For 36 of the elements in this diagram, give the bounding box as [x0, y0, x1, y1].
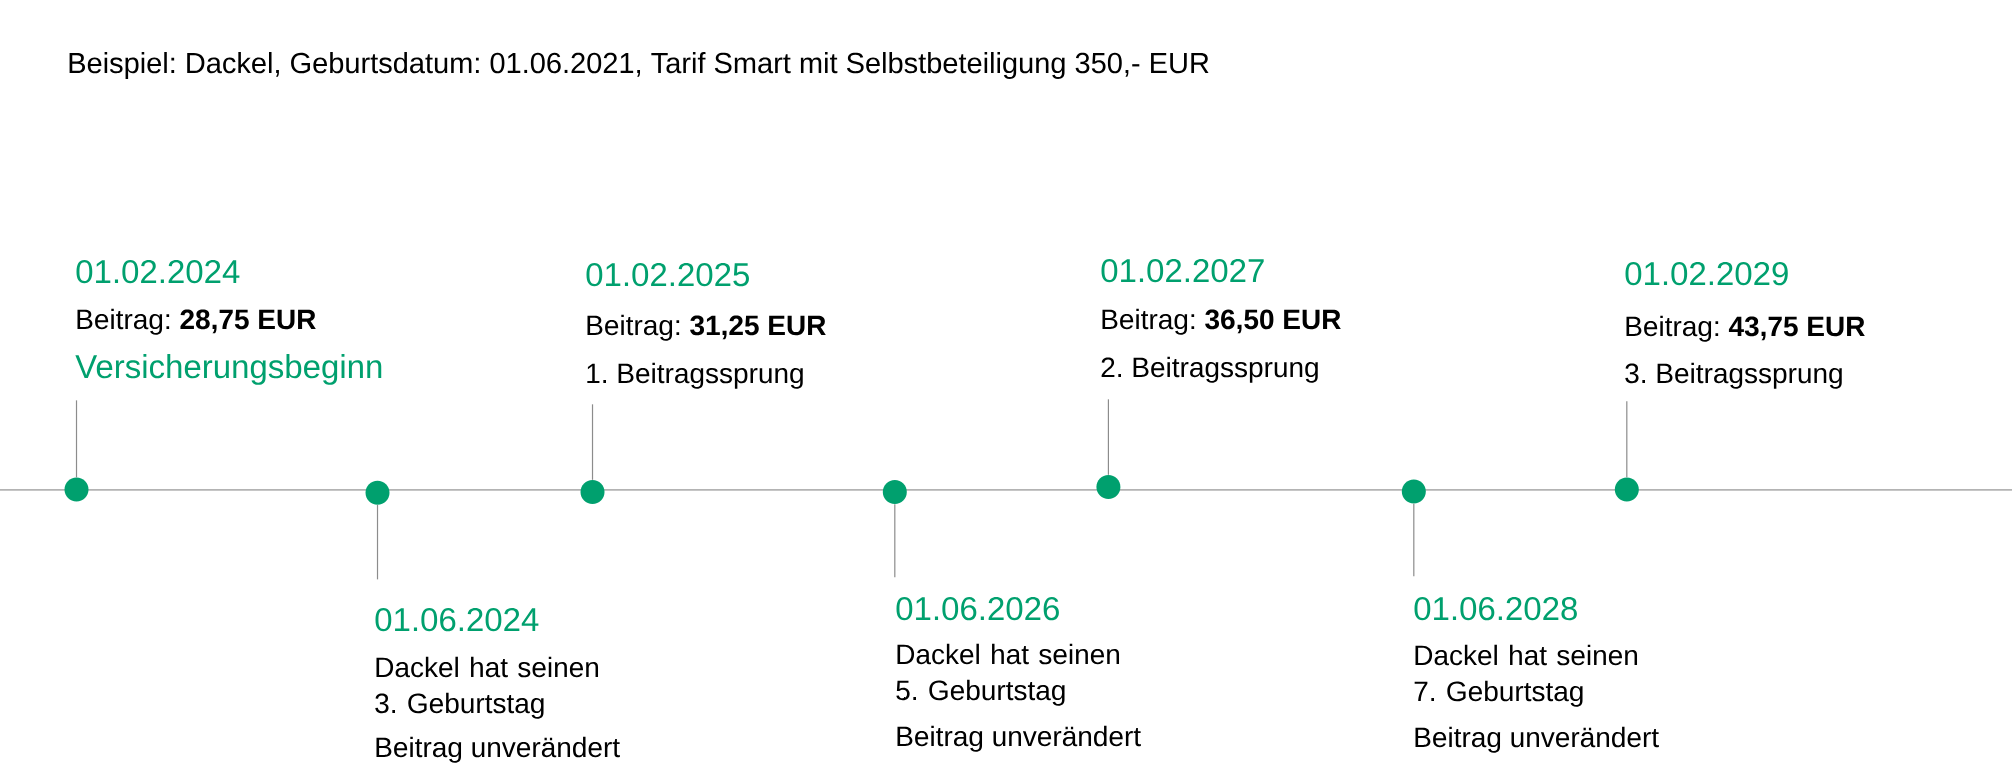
price-text: Beitrag: 36,50 EUR	[1102, 308, 1341, 335]
price-text: Beitrag: 43,75 EUR	[1626, 315, 1865, 342]
title: Beispiel: Dackel, Geburtsdatum: 01.06.2021, Tarif Smart mit Selbstbeteiligung 350,- EUR	[69, 52, 1209, 80]
leader-line	[1413, 503, 1415, 577]
timeline-dot	[1096, 475, 1121, 499]
timeline-dot	[1614, 477, 1639, 502]
date-label: 01.02.2029	[1625, 261, 1788, 286]
date-label: 01.06.2028	[1414, 596, 1577, 621]
timeline-dot	[580, 480, 605, 504]
date-label: 01.02.2024	[76, 259, 240, 284]
leader-line	[894, 503, 896, 578]
timeline-dot	[1401, 479, 1426, 504]
event-text: Versicherungsbeginn	[75, 354, 382, 385]
leader-line	[591, 403, 594, 481]
event-text: Dackel hat seinen 5. Geburtstag	[896, 643, 1119, 706]
date-label: 01.06.2026	[896, 596, 1059, 621]
leader-line	[1626, 400, 1628, 478]
date-label: 01.02.2027	[1101, 258, 1264, 283]
leader-line	[75, 399, 78, 478]
price-text: Beitrag: 28,75 EUR	[77, 308, 316, 335]
timeline-dot	[64, 477, 89, 502]
date-label: 01.02.2025	[586, 262, 749, 287]
event-text: 1. Beitragssprung	[587, 362, 803, 389]
timeline-dot	[882, 480, 907, 504]
leader-line	[376, 504, 379, 580]
event-text: Dackel hat seinen 3. Geburtstag	[375, 656, 598, 719]
price-text: Beitrag unverändert	[1415, 726, 1659, 753]
date-label: 01.06.2024	[375, 607, 539, 632]
timeline-dot	[365, 480, 390, 505]
price-text: Beitrag unverändert	[897, 725, 1141, 752]
event-text: 3. Beitragssprung	[1625, 362, 1842, 389]
price-text: Beitrag unverändert	[376, 736, 620, 763]
price-text: Beitrag: 31,25 EUR	[587, 314, 826, 341]
event-text: 2. Beitragssprung	[1101, 356, 1318, 383]
leader-line	[1107, 398, 1109, 476]
event-text: Dackel hat seinen 7. Geburtstag	[1414, 644, 1638, 707]
